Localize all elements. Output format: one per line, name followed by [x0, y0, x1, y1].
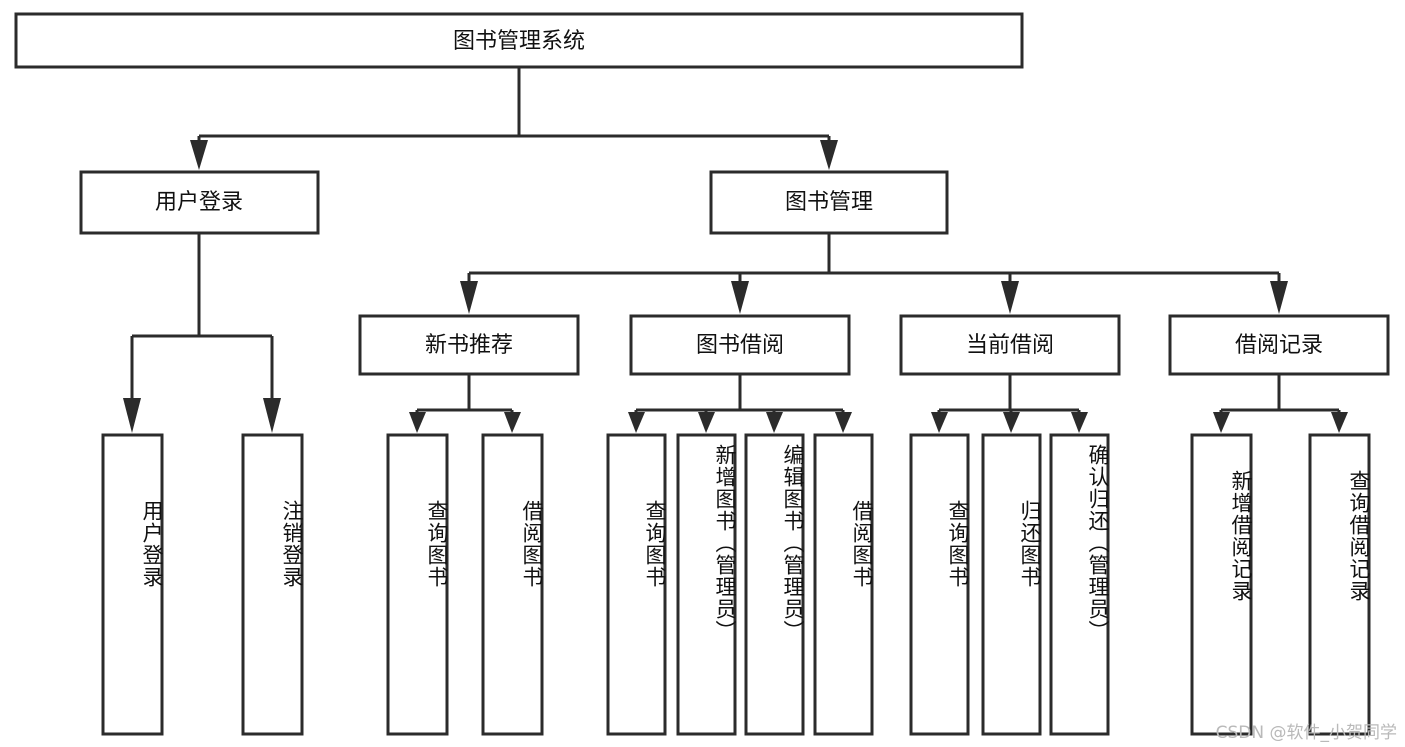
arrow-to-borrow-icon	[731, 281, 749, 314]
leaf-borrow-add-box[interactable]	[676, 433, 737, 736]
node-current-borrow-label: 当前借阅	[966, 333, 1054, 358]
leaf-logout-box[interactable]	[241, 433, 304, 736]
node-user-login[interactable]: 用户登录	[79, 170, 320, 235]
node-user-login-label: 用户登录	[155, 190, 243, 215]
arrow-to-new-books-icon	[460, 281, 478, 314]
leaf-borrow-edit-box[interactable]	[744, 433, 805, 736]
arrow-user-login-leaf-icon	[123, 398, 141, 433]
connector-group-new-books	[409, 374, 521, 433]
leaf-borrow-lend-box[interactable]	[813, 433, 874, 736]
node-new-book-recommend-box[interactable]	[358, 314, 580, 376]
node-new-book-recommend-label: 新书推荐	[425, 333, 513, 358]
leaf-records-query-box[interactable]	[1308, 433, 1371, 736]
arrow-to-records-icon	[1270, 281, 1288, 314]
connector-group-user-login	[123, 233, 281, 433]
arrow-borrow-add-icon	[698, 412, 715, 433]
node-root-system[interactable]: 图书管理系统	[14, 12, 1024, 69]
leaf-current-confirm-box[interactable]	[1049, 433, 1110, 736]
connector-group-borrow	[628, 374, 852, 433]
arrow-records-query-icon	[1331, 412, 1348, 433]
connector-group-current	[931, 374, 1088, 433]
arrow-root-to-user-icon	[190, 140, 208, 170]
arrow-borrow-edit-icon	[766, 412, 783, 433]
node-root-system-box[interactable]	[14, 12, 1024, 69]
leaf-user-login-box[interactable]	[101, 433, 164, 736]
node-current-borrow[interactable]: 当前借阅	[899, 314, 1121, 376]
connector-group-records	[1213, 374, 1348, 433]
node-new-book-recommend[interactable]: 新书推荐	[358, 314, 580, 376]
leaf-borrow-query-box[interactable]	[606, 433, 667, 736]
leaf-current-return-box[interactable]	[981, 433, 1042, 736]
node-borrow-records[interactable]: 借阅记录	[1168, 314, 1390, 376]
arrow-current-return-icon	[1003, 412, 1020, 433]
node-book-borrow-label: 图书借阅	[696, 333, 784, 358]
arrow-records-add-icon	[1213, 412, 1230, 433]
arrow-borrow-lend-icon	[835, 412, 852, 433]
leaf-new-query-book-box[interactable]	[386, 433, 449, 736]
arrow-borrow-query-icon	[628, 412, 645, 433]
node-book-borrow[interactable]: 图书借阅	[629, 314, 851, 376]
arrow-to-current-icon	[1001, 281, 1019, 314]
watermark-credit: CSDN @软件_小贺同学	[1215, 723, 1397, 743]
node-root-system-label: 图书管理系统	[453, 29, 585, 54]
arrow-logout-leaf-icon	[263, 398, 281, 433]
arrow-root-to-book-icon	[820, 140, 838, 170]
node-book-management-box[interactable]	[709, 170, 949, 235]
connector-group-book-mgmt	[460, 233, 1288, 314]
connector-group-root	[190, 67, 838, 170]
node-book-borrow-box[interactable]	[629, 314, 851, 376]
arrow-current-query-icon	[931, 412, 948, 433]
leaf-current-query-box[interactable]	[909, 433, 970, 736]
arrow-current-confirm-icon	[1071, 412, 1088, 433]
node-borrow-records-label: 借阅记录	[1235, 333, 1323, 358]
node-current-borrow-box[interactable]	[899, 314, 1121, 376]
arrow-new-borrow-icon	[504, 412, 521, 433]
node-book-management[interactable]: 图书管理	[709, 170, 949, 235]
leaf-new-borrow-book-box[interactable]	[481, 433, 544, 736]
arrow-new-query-icon	[409, 412, 426, 433]
node-user-login-box[interactable]	[79, 170, 320, 235]
node-book-management-label: 图书管理	[785, 190, 873, 215]
leaf-records-add-box[interactable]	[1190, 433, 1253, 736]
node-borrow-records-box[interactable]	[1168, 314, 1390, 376]
